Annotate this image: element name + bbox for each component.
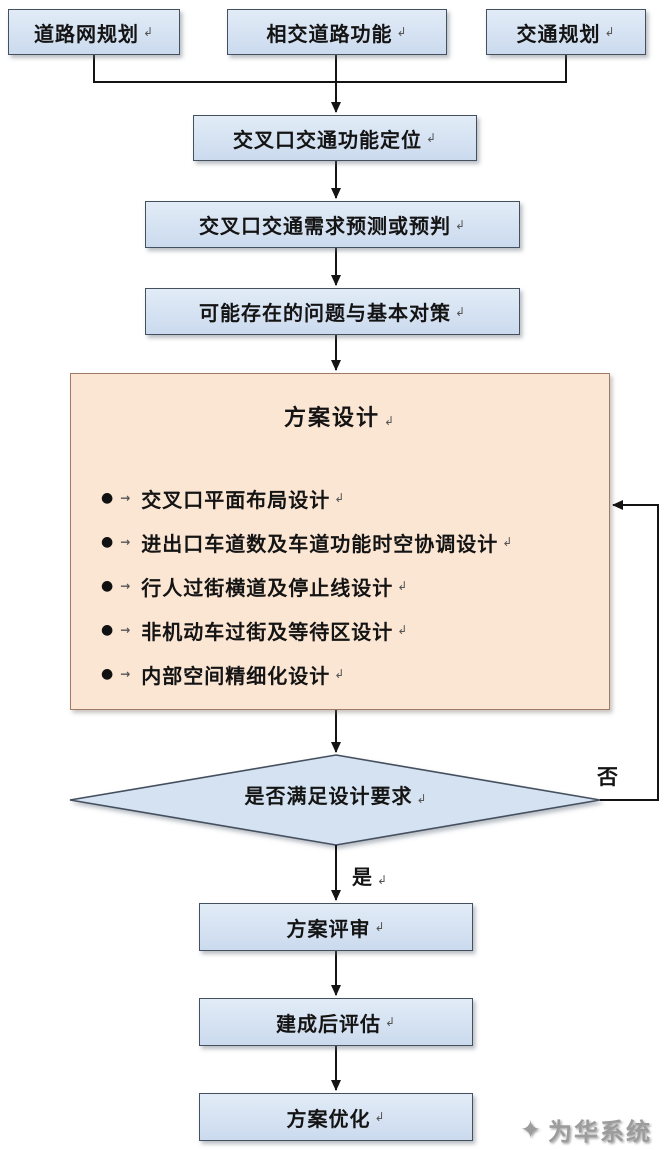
paragraph-mark: ↲ bbox=[334, 667, 346, 681]
paragraph-mark: ↲ bbox=[502, 535, 514, 549]
design-box-title: 方案设计↲ bbox=[71, 404, 609, 436]
paragraph-mark: ↲ bbox=[383, 414, 397, 428]
decision-text: 是否满足设计要求 bbox=[244, 784, 413, 808]
node-intersecting-road-function: 相交道路功能↲ bbox=[227, 9, 447, 55]
design-item-label: 进出口车道数及车道功能时空协调设计 bbox=[141, 531, 499, 556]
node-scheme-design: 方案设计↲ ●→交叉口平面布局设计↲ ●→进出口车道数及车道功能时空协调设计↲ … bbox=[70, 373, 610, 710]
paragraph-mark: ↲ bbox=[334, 491, 346, 505]
tab-mark: → bbox=[120, 579, 132, 593]
design-item: ● → 行人过街横道及停止线设计↲ bbox=[101, 564, 609, 608]
paragraph-mark: ↲ bbox=[377, 873, 389, 887]
design-item: ● → 交叉口平面布局设计↲ bbox=[101, 476, 609, 520]
design-item-label: 内部空间精细化设计 bbox=[141, 663, 331, 688]
paragraph-mark: ↲ bbox=[416, 792, 428, 806]
node-scheme-review: 方案评审↲ bbox=[199, 903, 473, 951]
no-text: 否 bbox=[597, 765, 619, 789]
watermark-logo-icon: ✦ bbox=[520, 1115, 543, 1144]
node-label: 交通规划 bbox=[516, 21, 601, 46]
branch-no-label: 否 bbox=[586, 761, 630, 791]
paragraph-mark: ↲ bbox=[374, 1110, 386, 1124]
node-label: 方案优化 bbox=[286, 1106, 371, 1131]
node-label: 交叉口交通功能定位 bbox=[232, 127, 422, 152]
design-item: ● → 内部空间精细化设计↲ bbox=[101, 652, 609, 696]
paragraph-mark: ↲ bbox=[604, 25, 616, 39]
node-label: 方案评审 bbox=[286, 916, 371, 941]
tab-mark: → bbox=[120, 667, 132, 681]
node-label: 道路网规划 bbox=[33, 21, 139, 46]
paragraph-mark: ↲ bbox=[397, 623, 409, 637]
yes-text: 是 bbox=[352, 865, 373, 889]
node-label: 相交道路功能 bbox=[266, 21, 393, 46]
paragraph-mark: ↲ bbox=[454, 304, 467, 319]
tab-mark: → bbox=[120, 491, 132, 505]
node-road-network-planning: 道路网规划↲ bbox=[8, 9, 180, 55]
paragraph-mark: ↲ bbox=[396, 25, 408, 39]
connector-lines bbox=[93, 55, 659, 1091]
node-traffic-planning: 交通规划↲ bbox=[486, 9, 646, 55]
paragraph-mark: ↲ bbox=[397, 579, 409, 593]
bullet-icon: ● bbox=[101, 622, 115, 638]
design-item-label: 非机动车过街及等待区设计 bbox=[141, 619, 394, 644]
decision-node-label: 是否满足设计要求↲ bbox=[86, 780, 586, 809]
watermark: ✦ 为华系统 bbox=[520, 1112, 652, 1147]
merge-connector bbox=[93, 55, 567, 83]
design-title-label: 方案设计 bbox=[283, 406, 380, 431]
bullet-icon: ● bbox=[101, 666, 115, 682]
paragraph-mark: ↲ bbox=[454, 217, 467, 232]
node-function-positioning: 交叉口交通功能定位↲ bbox=[193, 115, 477, 161]
bullet-icon: ● bbox=[101, 534, 115, 550]
tab-mark: → bbox=[120, 623, 132, 637]
paragraph-mark: ↲ bbox=[425, 131, 438, 145]
paragraph-mark: ↲ bbox=[384, 1015, 397, 1029]
no-feedback-loop bbox=[600, 500, 659, 801]
node-label: 可能存在的问题与基本对策 bbox=[198, 301, 451, 325]
design-item: ● → 进出口车道数及车道功能时空协调设计↲ bbox=[101, 520, 609, 564]
node-problems-countermeasures: 可能存在的问题与基本对策↲ bbox=[145, 288, 520, 335]
node-demand-forecast: 交叉口交通需求预测或预判↲ bbox=[145, 201, 520, 248]
paragraph-mark: ↲ bbox=[374, 920, 386, 934]
node-label: 交叉口交通需求预测或预判 bbox=[198, 214, 451, 238]
paragraph-mark: ↲ bbox=[142, 25, 155, 39]
node-label: 建成后评估 bbox=[275, 1011, 381, 1036]
watermark-text: 为华系统 bbox=[547, 1118, 652, 1146]
tab-mark: → bbox=[120, 535, 132, 549]
design-item-list: ●→交叉口平面布局设计↲ ●→进出口车道数及车道功能时空协调设计↲ ●→行人过街… bbox=[71, 476, 609, 696]
design-item: ● → 非机动车过街及等待区设计↲ bbox=[101, 608, 609, 652]
bullet-icon: ● bbox=[101, 490, 115, 506]
node-scheme-optimization: 方案优化↲ bbox=[199, 1093, 473, 1141]
branch-yes-label: 是↲ bbox=[352, 861, 388, 890]
bullet-icon: ● bbox=[101, 578, 115, 594]
node-post-construction-evaluation: 建成后评估↲ bbox=[199, 998, 473, 1046]
design-item-label: 交叉口平面布局设计 bbox=[141, 487, 331, 512]
design-item-label: 行人过街横道及停止线设计 bbox=[141, 575, 394, 600]
